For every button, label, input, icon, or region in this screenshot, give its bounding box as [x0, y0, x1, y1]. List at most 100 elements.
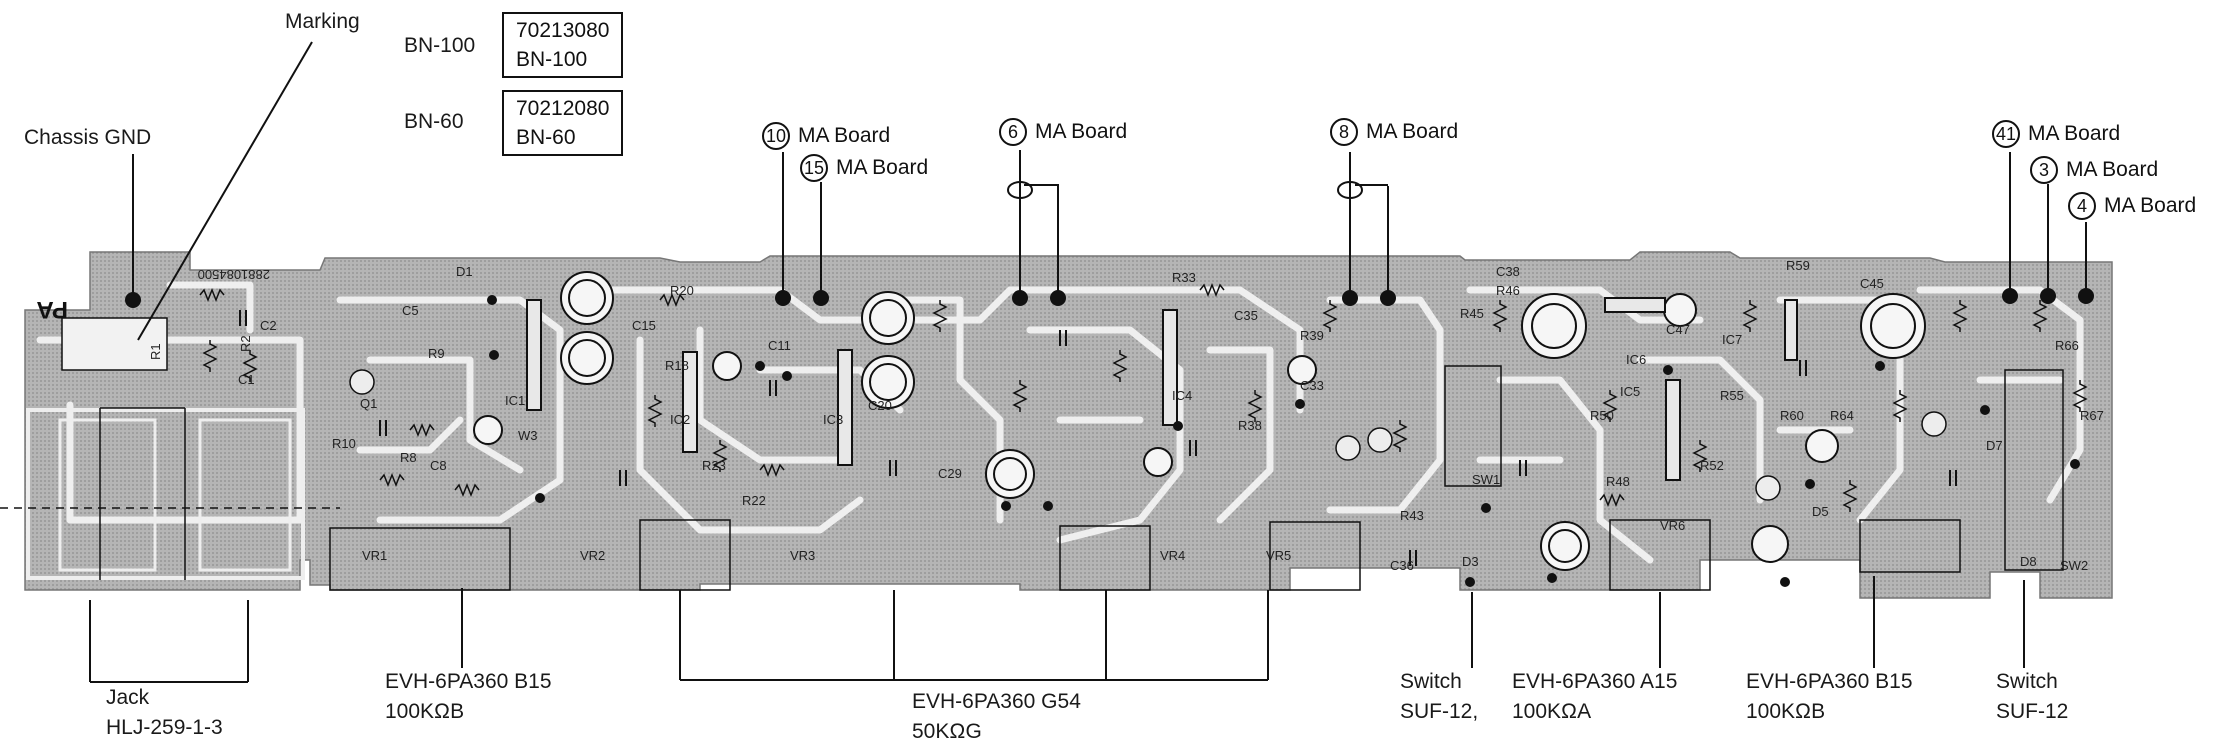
ref-r33: R33 — [1172, 270, 1196, 285]
ref-sw2: SW2 — [2060, 558, 2088, 573]
ref-r46: R46 — [1496, 283, 1520, 298]
model-name-2: BN-60 — [404, 110, 464, 133]
ref-ic7: IC7 — [1722, 332, 1742, 347]
ref-c1: C1 — [238, 372, 255, 387]
ref-sw1: SW1 — [1472, 472, 1500, 487]
callout-num-41: 41 — [1992, 120, 2020, 148]
ref-c8: C8 — [430, 458, 447, 473]
ref-vr3: VR3 — [790, 548, 815, 563]
electrolytic-caps — [473, 271, 1926, 571]
ref-q1: Q1 — [360, 396, 377, 411]
ref-c33: C33 — [1300, 378, 1324, 393]
ref-r64: R64 — [1830, 408, 1854, 423]
pcb-outline — [24, 251, 2113, 599]
callout-num-6: 6 — [999, 118, 1027, 146]
vr-a15-line2: 100KΩA — [1512, 700, 1592, 723]
jack-label: Jack — [106, 686, 150, 709]
vr-group-line2: 50KΩG — [912, 720, 982, 743]
chassis-gnd-label: Chassis GND — [24, 126, 152, 149]
callout-ma-4: 4 MA Board — [2068, 192, 2196, 220]
model-code-1: 70213080 — [516, 19, 610, 42]
switch2-line2: SUF-12 — [1996, 700, 2069, 723]
marking-label: Marking — [285, 10, 360, 33]
ref-c47: C47 — [1666, 322, 1690, 337]
ref-w3: W3 — [518, 428, 538, 443]
ref-vr4: VR4 — [1160, 548, 1185, 563]
callout-num-10: 10 — [762, 122, 790, 150]
callout-ma-6: 6 MA Board — [999, 118, 1127, 146]
jack-part-label: HLJ-259-1-3 — [106, 716, 223, 739]
callout-ma-15: 15 MA Board — [800, 154, 928, 182]
ref-r22: R22 — [742, 493, 766, 508]
vr1-part-line2: 100KΩB — [385, 700, 465, 723]
callout-num-4: 4 — [2068, 192, 2096, 220]
callout-num-3: 3 — [2030, 156, 2058, 184]
callout-ma-8: 8 MA Board — [1330, 118, 1458, 146]
callout-text-6: MA Board — [1035, 120, 1128, 143]
ref-r43: R43 — [1400, 508, 1424, 523]
callout-text-4: MA Board — [2104, 194, 2197, 217]
vr-b15b-line2: 100KΩB — [1746, 700, 1826, 723]
pcb-board: PA 2881084500 — [24, 251, 2113, 599]
callout-ma-3: 3 MA Board — [2030, 156, 2158, 184]
ref-d5: D5 — [1812, 504, 1829, 519]
ref-r8: R8 — [400, 450, 417, 465]
callout-ma-10: 10 MA Board — [762, 122, 890, 150]
ref-vr1: VR1 — [362, 548, 387, 563]
ref-c2: C2 — [260, 318, 277, 333]
ref-r66: R66 — [2055, 338, 2079, 353]
ref-c20: C20 — [868, 398, 892, 413]
ref-ic5: IC5 — [1620, 384, 1640, 399]
callout-text-41: MA Board — [2028, 122, 2121, 145]
ref-r9: R9 — [428, 346, 445, 361]
vr1-part-line1: EVH-6PA360 B15 — [385, 670, 552, 693]
model-name-1: BN-100 — [404, 34, 476, 57]
callout-text-10: MA Board — [798, 124, 891, 147]
ref-r60: R60 — [1780, 408, 1804, 423]
ref-r39: R39 — [1300, 328, 1324, 343]
model-variant-2: BN-60 — [516, 126, 576, 149]
callout-num-8: 8 — [1330, 118, 1358, 146]
ref-r45: R45 — [1460, 306, 1484, 321]
ref-r50: R50 — [1590, 408, 1614, 423]
ref-c45: C45 — [1860, 276, 1884, 291]
switch1-line2: SUF-12, — [1400, 700, 1479, 723]
ref-c35: C35 — [1234, 308, 1258, 323]
ref-r18: R18 — [665, 358, 689, 373]
pa-marking: PA 2881084500 — [36, 267, 270, 371]
model-code-box-1: 70213080 BN-100 — [502, 12, 624, 78]
callout-ma-41: 41 MA Board — [1992, 120, 2120, 148]
ref-d3: D3 — [1462, 554, 1479, 569]
model-code-2: 70212080 — [516, 97, 610, 120]
callout-text-15: MA Board — [836, 156, 929, 179]
ref-r23: R23 — [702, 458, 726, 473]
ref-c36: C36 — [1390, 558, 1414, 573]
ref-c5: C5 — [402, 303, 419, 318]
pa-text: PA — [36, 296, 68, 323]
ref-r67: R67 — [2080, 408, 2104, 423]
ref-r2: R2 — [238, 335, 253, 352]
ref-vr6: VR6 — [1660, 518, 1685, 533]
ref-ic2: IC2 — [670, 412, 690, 427]
ref-c38: C38 — [1496, 264, 1520, 279]
jack-area — [26, 407, 305, 580]
ref-r38: R38 — [1238, 418, 1262, 433]
ref-vr2: VR2 — [580, 548, 605, 563]
ref-r1: R1 — [148, 343, 163, 360]
switch1-line1: Switch — [1400, 670, 1462, 693]
transistors — [349, 369, 1947, 501]
ref-r10: R10 — [332, 436, 356, 451]
ref-c11: C11 — [768, 338, 791, 353]
small-caps — [239, 310, 1957, 566]
callout-text-8: MA Board — [1366, 120, 1459, 143]
switch2-line1: Switch — [1996, 670, 2058, 693]
ref-c15: C15 — [632, 318, 656, 333]
ref-r59: R59 — [1786, 258, 1810, 273]
ref-r20: R20 — [670, 283, 694, 298]
ref-c29: C29 — [938, 466, 962, 481]
ref-vr5: VR5 — [1266, 548, 1291, 563]
model-code-box-2: 70212080 BN-60 — [502, 90, 624, 156]
leader-lines — [89, 41, 2087, 683]
board-code: 2881084500 — [198, 267, 270, 282]
